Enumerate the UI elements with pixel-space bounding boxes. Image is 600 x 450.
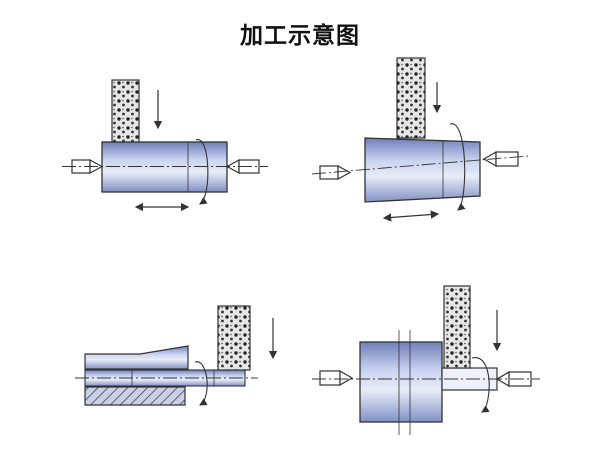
diagram-title: 加工示意图: [240, 23, 360, 49]
panel-taper-grinding: [311, 57, 529, 222]
grinding-wheel: [443, 285, 471, 369]
workpiece-large-diameter: [359, 341, 443, 423]
workpiece-taper: [364, 137, 481, 203]
grinding-wheel: [396, 57, 426, 139]
traverse-arrow: [382, 210, 440, 222]
rotation-arrow: [195, 139, 209, 205]
left-center: [319, 369, 354, 387]
workpiece-cylinder: [101, 141, 228, 193]
workpiece-bore-upper: [84, 345, 189, 370]
grinding-wheel: [111, 79, 140, 143]
rotation-arrow: [194, 361, 208, 406]
rotation-arrow: [471, 357, 490, 413]
rotation-arrow: [449, 123, 466, 211]
grinding-wheel: [217, 305, 251, 371]
workpiece-bore-lower: [84, 386, 186, 406]
panel-external-cylindrical: [62, 79, 268, 212]
panel-plunge-grinding: [312, 285, 540, 435]
axis-line: [311, 155, 529, 175]
panel-internal-grinding: [75, 305, 278, 406]
left-center: [319, 164, 352, 181]
